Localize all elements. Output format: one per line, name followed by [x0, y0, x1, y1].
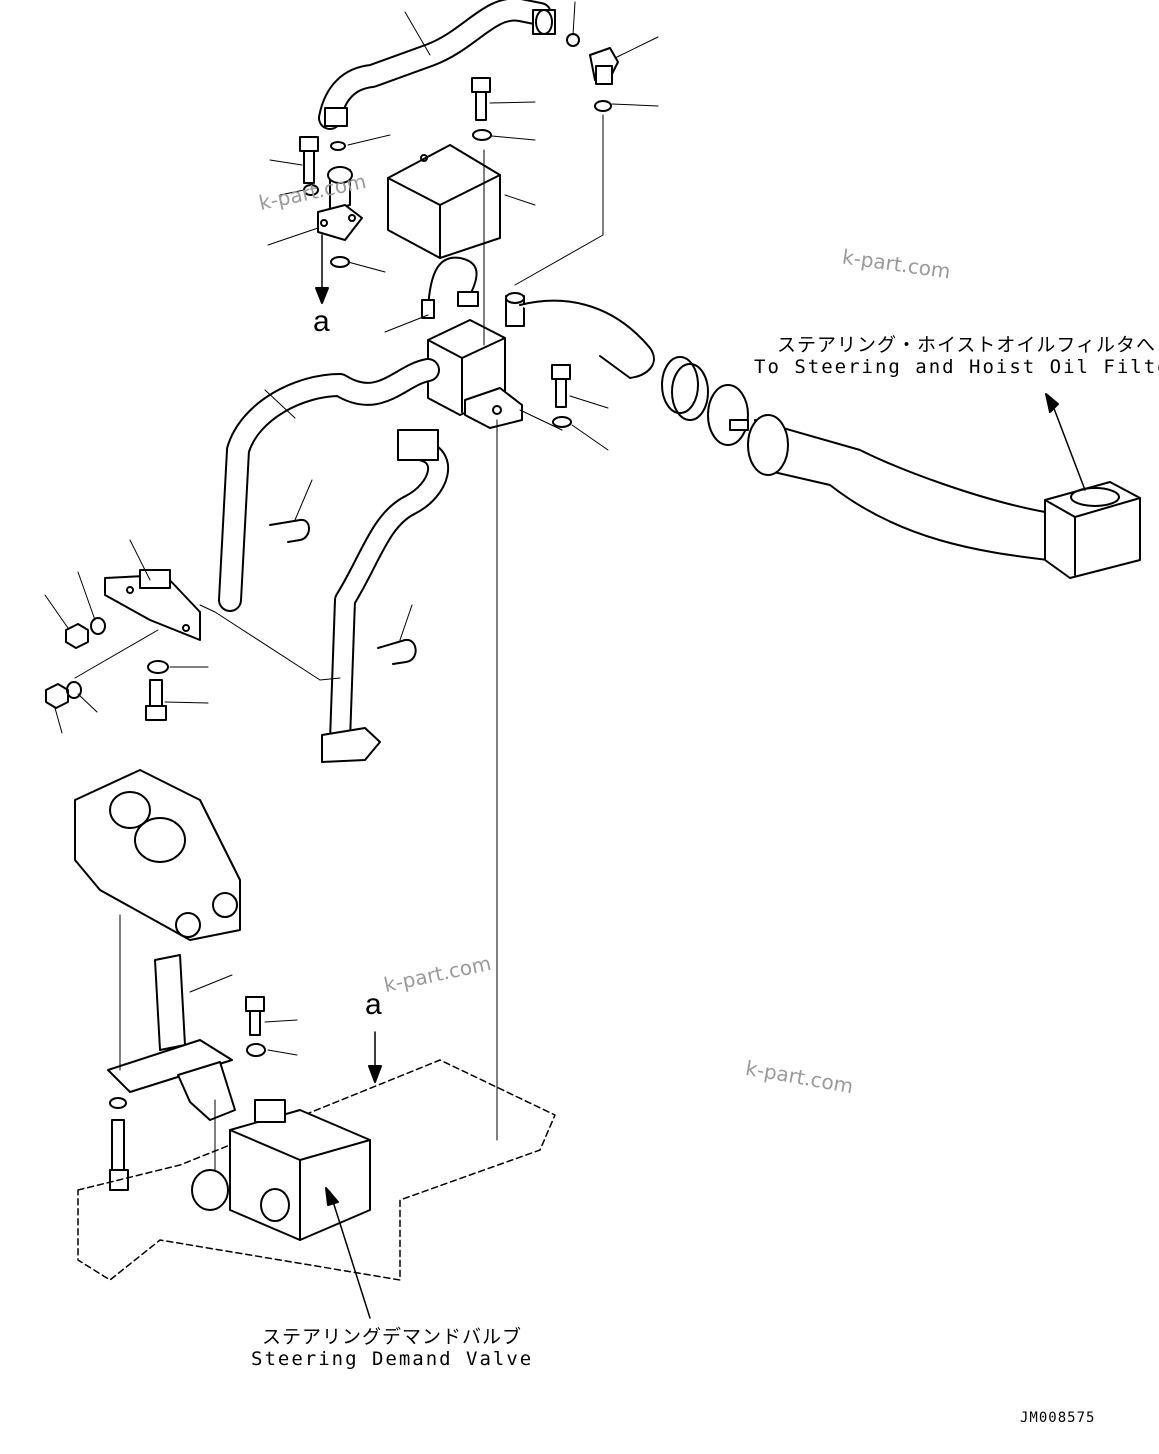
elbow-fitting — [589, 47, 619, 85]
frame-outline — [77, 1059, 556, 1281]
hose-clamp — [661, 356, 699, 414]
o-ring — [330, 141, 346, 151]
filter-tube — [747, 414, 1141, 579]
leader-lines — [44, 1, 659, 1056]
washer — [472, 129, 492, 141]
valve-bank — [74, 769, 241, 941]
steering-demand-valve — [191, 1099, 371, 1241]
bolt — [471, 77, 491, 121]
bolt — [245, 996, 265, 1036]
washer — [109, 1097, 127, 1109]
bolt — [145, 679, 167, 721]
filter-callout-arrow — [1049, 397, 1086, 491]
u-bolt — [377, 638, 417, 665]
washer — [246, 1043, 266, 1057]
washer — [147, 660, 169, 674]
o-ring — [594, 100, 612, 112]
nut — [45, 683, 69, 709]
flexible-hose — [318, 0, 556, 130]
washer — [66, 681, 82, 699]
valve-bracket — [107, 954, 236, 1121]
washer — [90, 617, 106, 635]
cover — [387, 144, 501, 259]
ref-mark-lower: a — [365, 988, 382, 1021]
u-bolt — [269, 518, 310, 543]
drawing-code: JM008575 — [1020, 1410, 1096, 1426]
ref-mark-upper: a — [313, 305, 330, 338]
o-ring — [566, 33, 580, 47]
suction-hose — [519, 299, 655, 379]
sensor-harness — [421, 256, 479, 319]
washer — [552, 416, 572, 428]
valve-label-en: Steering Demand Valve — [251, 1348, 534, 1370]
o-ring — [330, 256, 350, 268]
valve-block — [427, 319, 523, 429]
nut — [65, 623, 89, 649]
valve-label-jp: ステアリングデマンドバルブ — [262, 1326, 523, 1348]
filter-label-en: To Steering and Hoist Oil Filter — [754, 356, 1159, 378]
alignment-lines — [74, 114, 604, 1171]
bolt — [299, 136, 319, 184]
rigid-tube-center — [321, 429, 449, 763]
bolt — [551, 364, 571, 408]
clip-bracket — [104, 569, 201, 641]
hose-clamp — [707, 384, 749, 446]
filter-label-jp: ステアリング・ホイストオイルフィルタへ — [777, 334, 1157, 356]
rigid-tube-left — [218, 358, 440, 612]
flange-fitting — [317, 166, 363, 241]
valve-callout-arrow — [329, 1191, 371, 1319]
